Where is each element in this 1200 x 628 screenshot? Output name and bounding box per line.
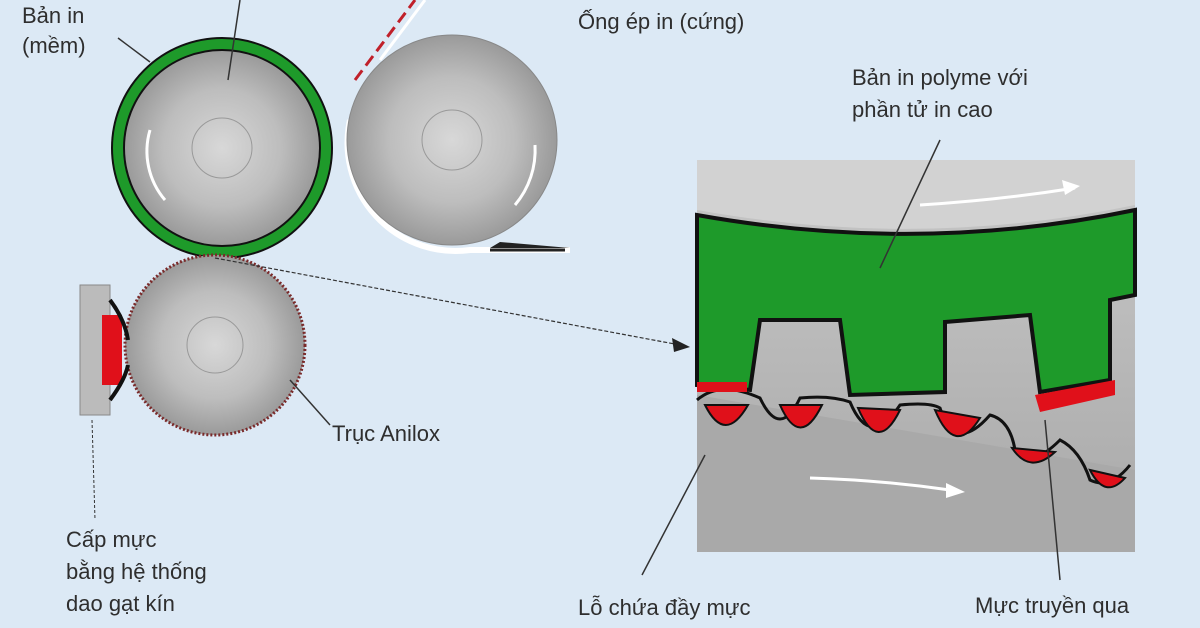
zoom-detail: [641, 139, 1137, 581]
label-plate: Bản in: [22, 3, 85, 28]
label-polymer-plate-2: phần tử in cao: [852, 97, 993, 122]
label-impression-cylinder: Ống ép in (cứng): [578, 9, 745, 34]
label-polymer-plate: Bản in polyme với: [852, 65, 1028, 90]
label-filled-cells: Lỗ chứa đầy mực: [578, 595, 751, 620]
impression-cylinder: [344, 0, 570, 254]
doctor-blade-chamber: [79, 284, 130, 521]
label-ink-supply-2: bằng hệ thống: [66, 559, 207, 584]
label-plate-soft: (mềm): [22, 33, 86, 58]
label-ink-supply: Cấp mực: [66, 527, 157, 552]
label-anilox: Trục Anilox: [332, 421, 441, 446]
label-ink-supply-3: dao gạt kín: [66, 591, 175, 616]
plate-cylinder: [111, 0, 333, 259]
anilox-roller: [123, 253, 331, 437]
label-ink-transfer: Mực truyền qua: [975, 593, 1130, 618]
